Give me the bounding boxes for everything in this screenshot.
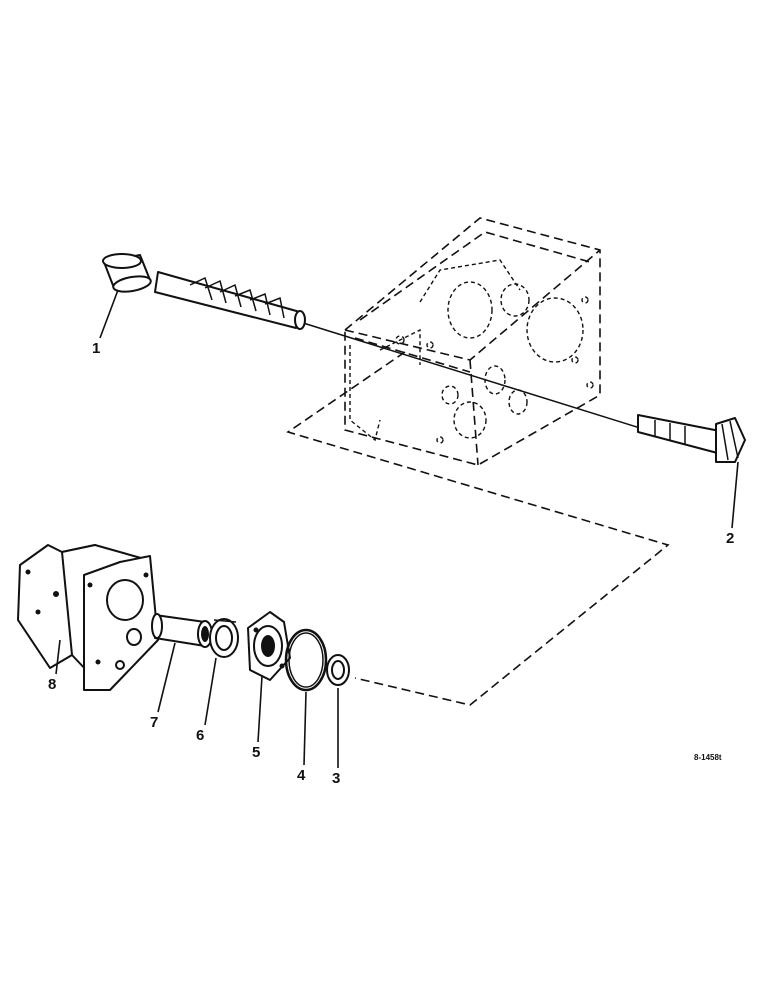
callout-6: 6 xyxy=(196,727,204,744)
shaft-axis-line xyxy=(299,321,641,429)
part-8-housing xyxy=(17,544,159,691)
part-3-seal xyxy=(326,654,350,686)
part-5-retainer xyxy=(247,611,291,681)
callout-1: 1 xyxy=(92,340,100,357)
part-1-bushing xyxy=(102,253,152,293)
callout-7: 7 xyxy=(150,714,158,731)
part-7-sleeve xyxy=(151,613,213,648)
callout-8: 8 xyxy=(48,676,56,693)
part-2-input-shaft xyxy=(637,414,746,463)
reference-code: 8-1458t xyxy=(694,753,722,762)
assembly-guide-lines xyxy=(286,351,670,706)
worm-shaft xyxy=(154,271,306,330)
part-6-bearing xyxy=(209,618,239,658)
transmission-case-phantom xyxy=(344,217,601,466)
callout-3: 3 xyxy=(332,770,340,787)
callout-5: 5 xyxy=(252,744,260,761)
shaft-axis-dash xyxy=(354,337,471,373)
callout-leaders xyxy=(55,289,739,768)
callout-2: 2 xyxy=(726,530,734,547)
callout-4: 4 xyxy=(297,767,306,784)
part-4-o-ring xyxy=(284,628,328,692)
